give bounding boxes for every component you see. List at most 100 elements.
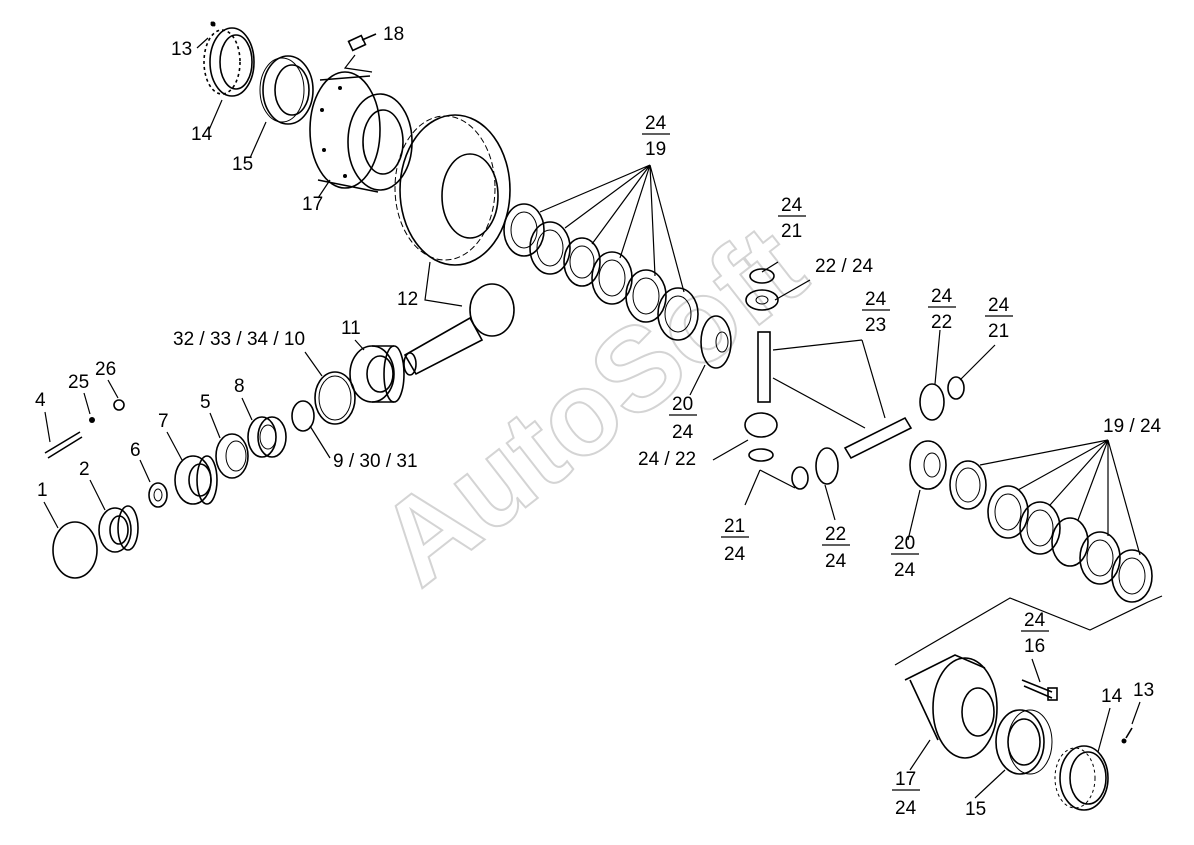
label-2: 2 [79, 459, 90, 480]
svg-text:24: 24 [825, 551, 847, 572]
svg-text:23: 23 [865, 315, 886, 336]
label-1: 1 [37, 480, 48, 501]
satellite-gear-22-bottom [744, 412, 778, 438]
fraction-20-24-right: 20 24 [891, 533, 919, 581]
fraction-24-22: 24 22 [928, 286, 956, 333]
svg-text:21: 21 [724, 516, 745, 537]
leader-12 [424, 261, 463, 307]
ring-nut-14-bottom [1054, 745, 1109, 811]
svg-text:21: 21 [781, 221, 802, 242]
svg-text:24: 24 [931, 286, 953, 307]
cover-1 [52, 521, 98, 579]
fraction-24-21-right: 24 21 [985, 295, 1013, 342]
label-leaders [43, 37, 1141, 799]
fraction-21-24: 21 24 [721, 516, 749, 565]
label-4: 4 [35, 390, 46, 411]
svg-text:24: 24 [724, 544, 746, 565]
planet-gear-20-right [909, 440, 947, 490]
washer-21-mid [791, 466, 809, 490]
bearing-15-top [259, 55, 314, 125]
label-25: 25 [68, 372, 89, 393]
label-24-22: 24 / 22 [638, 449, 696, 470]
label-32-33-34-10: 32 / 33 / 34 / 10 [173, 329, 305, 350]
svg-text:24: 24 [781, 195, 803, 216]
leaders-19-right [979, 439, 1141, 556]
pinion-shaft-12 [403, 283, 515, 376]
leader-22-top [774, 279, 811, 301]
fraction-24-16: 24 16 [1021, 610, 1049, 657]
snap-ring-13-bottom [1121, 727, 1133, 744]
nut-6 [148, 482, 168, 508]
diff-housing-17-bottom [904, 654, 998, 759]
fraction-labels: 24 19 24 21 24 23 24 22 24 21 20 24 [642, 113, 1049, 819]
cross-shaft-23 [757, 331, 913, 460]
snap-ring-13-top [210, 21, 216, 27]
bearing-7 [174, 455, 218, 505]
svg-text:24: 24 [894, 560, 916, 581]
svg-text:24: 24 [865, 289, 887, 310]
label-14-bottom: 14 [1101, 686, 1123, 707]
leaders-23 [772, 339, 886, 429]
label-9-30-31: 9 / 30 / 31 [333, 451, 418, 472]
leader-bottom-group [894, 595, 1163, 666]
svg-text:24: 24 [895, 798, 917, 819]
label-15-top: 15 [232, 154, 253, 175]
shim-stack-19 [503, 203, 699, 341]
shim-stack-19-right [949, 460, 1153, 603]
seal-2 [98, 505, 139, 553]
fraction-20-24-center: 20 24 [669, 394, 697, 443]
label-6: 6 [130, 440, 141, 461]
svg-text:24: 24 [672, 422, 694, 443]
fraction-24-19: 24 19 [642, 113, 670, 160]
leader-18 [343, 54, 373, 73]
ring-9 [291, 400, 315, 432]
svg-text:17: 17 [895, 769, 916, 790]
planet-gear-20 [700, 315, 732, 369]
bearing-15-bottom [995, 709, 1053, 775]
stud-4 [44, 431, 83, 459]
label-7: 7 [158, 411, 169, 432]
label-14-top: 14 [191, 124, 213, 145]
label-22-24: 22 / 24 [815, 256, 874, 277]
label-5: 5 [200, 392, 211, 413]
svg-text:24: 24 [988, 295, 1010, 316]
crown-gear-12 [394, 114, 511, 266]
part-labels: 13 1 8 14 15 17 12 11 32 / 33 / 34 / 10 2… [35, 24, 1162, 820]
leader-21-top [761, 261, 779, 273]
leaders-21-bottom [744, 469, 796, 506]
svg-text:20: 20 [894, 533, 915, 554]
leaders-19 [539, 164, 685, 293]
label-15-bottom: 15 [965, 799, 986, 820]
svg-text:20: 20 [672, 394, 693, 415]
svg-text:24: 24 [645, 113, 667, 134]
satellite-gear-22-right [919, 383, 945, 421]
shim-32 [314, 371, 356, 425]
satellite-gear-22-side [815, 447, 839, 485]
label-8: 8 [234, 376, 245, 397]
leader-22-bottom [824, 484, 836, 521]
nut-26 [113, 399, 125, 411]
svg-text:22: 22 [931, 312, 952, 333]
bearing-11 [349, 345, 405, 403]
label-12: 12 [397, 289, 418, 310]
washer-25 [89, 417, 95, 423]
svg-text:22: 22 [825, 524, 846, 545]
label-19-24: 19 / 24 [1103, 416, 1162, 437]
bolt-18 [347, 33, 377, 52]
svg-text:16: 16 [1024, 636, 1045, 657]
washer-21-top [749, 268, 775, 284]
label-13-top: 13 [171, 39, 192, 60]
washer-21-bottom [748, 448, 774, 462]
label-13-bottom: 13 [1133, 680, 1154, 701]
fraction-24-21-top: 24 21 [778, 195, 806, 242]
watermark: AutoSoft [355, 200, 829, 611]
label-11: 11 [341, 318, 361, 339]
bearing-8 [247, 416, 287, 458]
label-17-top: 17 [302, 194, 323, 215]
diff-housing-17-top [309, 71, 413, 193]
washer-21-right [947, 376, 965, 400]
fraction-22-24: 22 24 [822, 524, 850, 572]
satellite-gear-22-top [745, 289, 779, 311]
